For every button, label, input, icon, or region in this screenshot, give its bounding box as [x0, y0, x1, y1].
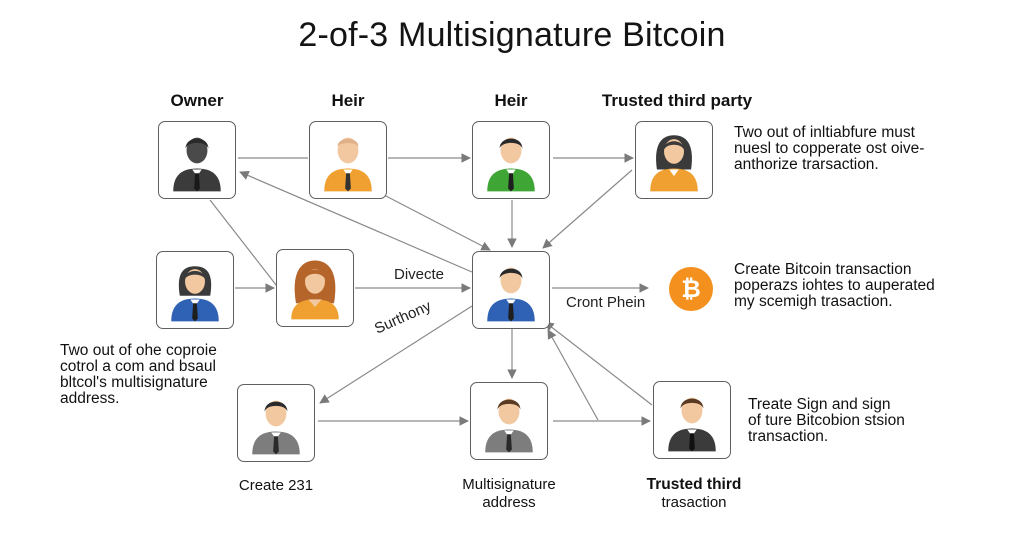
note-line: Treate Sign and sign	[748, 396, 891, 413]
column-heading-heir-2: Heir	[494, 91, 528, 110]
note-line: bltcol's multisignature	[60, 374, 208, 391]
owner-node[interactable]	[158, 121, 236, 199]
note-line: transaction.	[748, 428, 829, 445]
edge-label-front-phein: Cront Phein	[566, 294, 646, 311]
edge-center-owner	[239, 171, 473, 273]
bitcoin-coin-icon: ₿	[669, 267, 713, 311]
person-avatar-icon	[668, 397, 716, 452]
note-line: address.	[60, 390, 120, 407]
note-bottom-right: Treate Sign and sign of ture Bitcobion s…	[748, 397, 905, 445]
note-line: Two out of ohe coproie	[60, 342, 217, 359]
edge-trusted-center	[542, 169, 633, 249]
note-mid-right: Create Bitcoin transaction poperazs ioht…	[734, 262, 935, 310]
note-line: Create Bitcoin transaction	[734, 261, 912, 278]
center-hub-node[interactable]	[472, 251, 550, 329]
person-avatar-icon	[485, 398, 533, 453]
edge-trusted-center-b	[547, 329, 599, 421]
edge-owner-woman	[209, 199, 281, 291]
person-avatar-icon	[252, 400, 300, 455]
column-heading-heir: Heir	[331, 91, 365, 110]
note-left: Two out of ohe coproie cotrol a com and …	[60, 343, 217, 407]
edge-heir1-center	[383, 194, 491, 251]
svg-text:₿: ₿	[681, 275, 701, 303]
multisignature-address-node[interactable]	[470, 382, 548, 460]
trusted-third-node[interactable]	[653, 381, 731, 459]
heir-node-2[interactable]	[472, 121, 550, 199]
note-line: nuesl to copperate ost oive-	[734, 140, 925, 157]
caption-create: Create 231	[238, 477, 314, 494]
person-avatar-icon	[171, 266, 219, 322]
person-avatar-icon	[291, 260, 339, 320]
note-line: of ture Bitcobion stsion	[748, 412, 905, 429]
column-heading-owner: Owner	[170, 91, 224, 110]
heir-node[interactable]	[309, 121, 387, 199]
note-top-right: Two out of inltiabfure must nuesl to cop…	[734, 125, 924, 173]
person-avatar-icon	[487, 267, 535, 322]
column-heading-trusted-third-party: Trusted third party	[601, 91, 753, 110]
note-line: cotrol a com and bsaul	[60, 358, 216, 375]
diagram-title: 2-of-3 Multisignature Bitcoin	[298, 16, 726, 54]
edge-trusted-center-a	[544, 321, 653, 406]
person-avatar-icon	[324, 137, 372, 192]
person-avatar-icon	[487, 137, 535, 192]
person-avatar-icon	[173, 137, 221, 192]
note-line: poperazs iohtes to auperated	[734, 277, 935, 294]
caption-multisignature-address: Multisignature address	[446, 476, 572, 512]
edge-center-create	[319, 305, 473, 404]
left-person-node[interactable]	[156, 251, 234, 329]
caption-line: trasaction	[661, 494, 727, 511]
trusted-third-party-node[interactable]	[635, 121, 713, 199]
note-line: my scemigh trasaction.	[734, 293, 893, 310]
note-line: anthorize trarsaction.	[734, 156, 879, 173]
note-line: Two out of inltiabfure must	[734, 124, 915, 141]
caption-line: Multisignature	[462, 476, 556, 493]
caption-line: address	[482, 494, 536, 511]
create-node[interactable]	[237, 384, 315, 462]
edge-label-divecte: Divecte	[394, 266, 445, 283]
woman-node[interactable]	[276, 249, 354, 327]
caption-line: Trusted third	[646, 476, 742, 493]
caption-trusted-third: Trusted third trasaction	[628, 476, 760, 512]
person-avatar-icon	[650, 135, 698, 192]
